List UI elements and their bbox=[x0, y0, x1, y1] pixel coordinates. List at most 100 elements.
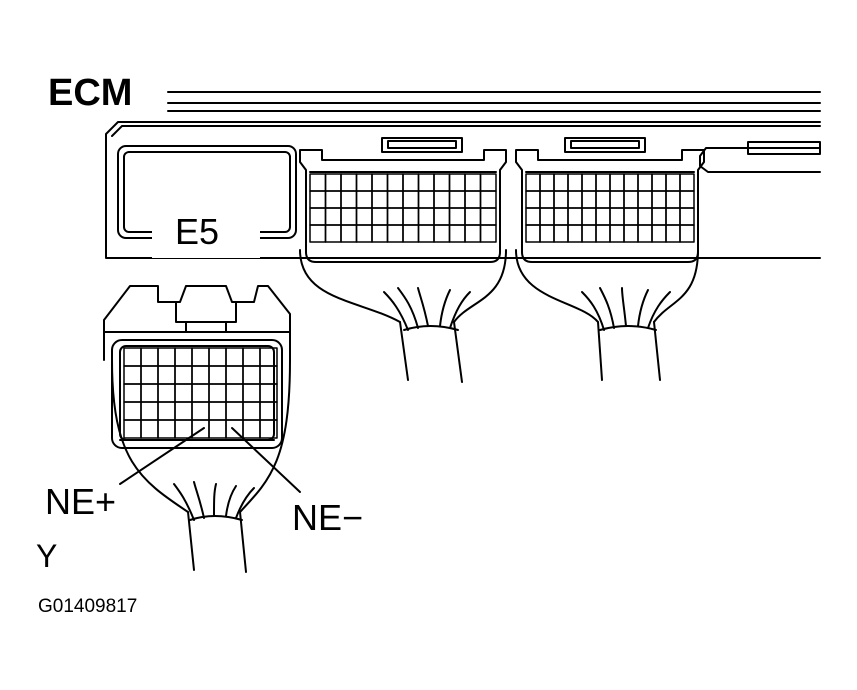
terminal-cell bbox=[225, 347, 244, 367]
connector-e5-label: E5 bbox=[175, 211, 220, 252]
terminal-cell bbox=[609, 173, 625, 192]
terminal-cell bbox=[609, 207, 625, 226]
e5-connector-body bbox=[103, 285, 291, 449]
terminal-cell bbox=[340, 207, 358, 226]
terminal-cell bbox=[355, 173, 373, 192]
terminal-cell bbox=[567, 224, 583, 243]
terminal-cell bbox=[464, 190, 482, 209]
terminal-cell bbox=[402, 207, 420, 226]
terminal-cell bbox=[479, 224, 497, 243]
terminal-cell bbox=[157, 419, 176, 439]
terminal-cell bbox=[539, 173, 555, 192]
terminal-cell bbox=[479, 190, 497, 209]
terminal-cell bbox=[581, 190, 597, 209]
terminal-cell bbox=[637, 190, 653, 209]
terminal-cell bbox=[324, 173, 342, 192]
terminal-cell bbox=[665, 190, 681, 209]
terminal-cell bbox=[448, 173, 466, 192]
terminal-cell bbox=[567, 190, 583, 209]
terminal-cell bbox=[123, 383, 142, 403]
terminal-cell bbox=[651, 224, 667, 243]
terminal-cell bbox=[581, 224, 597, 243]
terminal-cell bbox=[208, 401, 227, 421]
terminal-cell bbox=[651, 173, 667, 192]
terminal-cell bbox=[340, 173, 358, 192]
terminal-cell bbox=[309, 207, 327, 226]
terminal-cell bbox=[140, 347, 159, 367]
terminal-cell bbox=[623, 190, 639, 209]
terminal-cell bbox=[464, 173, 482, 192]
terminal-cell bbox=[174, 365, 193, 385]
e5-terminals bbox=[123, 347, 278, 439]
ecm-socket-b bbox=[515, 137, 705, 263]
ecm-leader-lines bbox=[167, 91, 821, 112]
terminal-cell bbox=[665, 207, 681, 226]
terminal-cell bbox=[371, 190, 389, 209]
terminal-cell bbox=[340, 190, 358, 209]
terminal-cell bbox=[595, 173, 611, 192]
terminal-cell bbox=[623, 207, 639, 226]
terminal-cell bbox=[402, 224, 420, 243]
terminal-cell bbox=[665, 224, 681, 243]
terminal-cell bbox=[191, 401, 210, 421]
terminal-cell bbox=[433, 207, 451, 226]
terminal-cell bbox=[208, 347, 227, 367]
terminal-cell bbox=[623, 224, 639, 243]
terminal-cell bbox=[637, 207, 653, 226]
terminal-cell bbox=[479, 207, 497, 226]
terminal-cell bbox=[174, 401, 193, 421]
terminal-cell bbox=[208, 383, 227, 403]
terminal-cell bbox=[637, 173, 653, 192]
terminal-cell bbox=[417, 190, 435, 209]
terminal-cell bbox=[140, 401, 159, 421]
terminal-cell bbox=[402, 173, 420, 192]
terminal-cell bbox=[157, 347, 176, 367]
terminal-cell bbox=[525, 190, 541, 209]
terminal-cell bbox=[191, 347, 210, 367]
terminal-cell bbox=[525, 224, 541, 243]
terminal-cell bbox=[417, 207, 435, 226]
terminal-cell bbox=[417, 224, 435, 243]
terminal-cell bbox=[539, 224, 555, 243]
terminal-cell bbox=[191, 383, 210, 403]
terminal-cell bbox=[355, 224, 373, 243]
terminal-cell bbox=[464, 207, 482, 226]
ecm-title: ECM bbox=[48, 72, 133, 114]
terminal-cell bbox=[417, 173, 435, 192]
terminal-cell bbox=[637, 224, 653, 243]
terminal-cell bbox=[581, 173, 597, 192]
terminal-cell bbox=[157, 365, 176, 385]
terminal-cell bbox=[665, 173, 681, 192]
terminal-cell bbox=[140, 365, 159, 385]
terminal-cell bbox=[553, 207, 569, 226]
terminal-cell bbox=[679, 190, 695, 209]
terminal-cell bbox=[242, 365, 261, 385]
terminal-cell bbox=[324, 207, 342, 226]
terminal-cell bbox=[174, 383, 193, 403]
terminal-cell bbox=[371, 173, 389, 192]
terminal-cell bbox=[208, 419, 227, 439]
terminal-cell bbox=[595, 190, 611, 209]
terminal-cell bbox=[123, 365, 142, 385]
terminal-cell bbox=[679, 224, 695, 243]
terminal-cell bbox=[448, 224, 466, 243]
terminal-cell bbox=[355, 207, 373, 226]
terminal-cell bbox=[208, 365, 227, 385]
terminal-cell bbox=[402, 190, 420, 209]
ecm-socket-a bbox=[299, 137, 507, 263]
terminal-cell bbox=[225, 401, 244, 421]
terminal-cell bbox=[679, 207, 695, 226]
terminal-cell bbox=[140, 419, 159, 439]
figure-code: G01409817 bbox=[38, 596, 138, 617]
terminal-cell bbox=[433, 224, 451, 243]
terminal-cell bbox=[567, 207, 583, 226]
terminal-cell bbox=[309, 190, 327, 209]
terminal-cell bbox=[623, 173, 639, 192]
terminal-cell bbox=[174, 347, 193, 367]
terminal-cell bbox=[553, 190, 569, 209]
ecm-socket-b-terminals bbox=[525, 173, 695, 243]
terminal-cell bbox=[242, 401, 261, 421]
terminal-cell bbox=[123, 401, 142, 421]
terminal-cell bbox=[651, 190, 667, 209]
